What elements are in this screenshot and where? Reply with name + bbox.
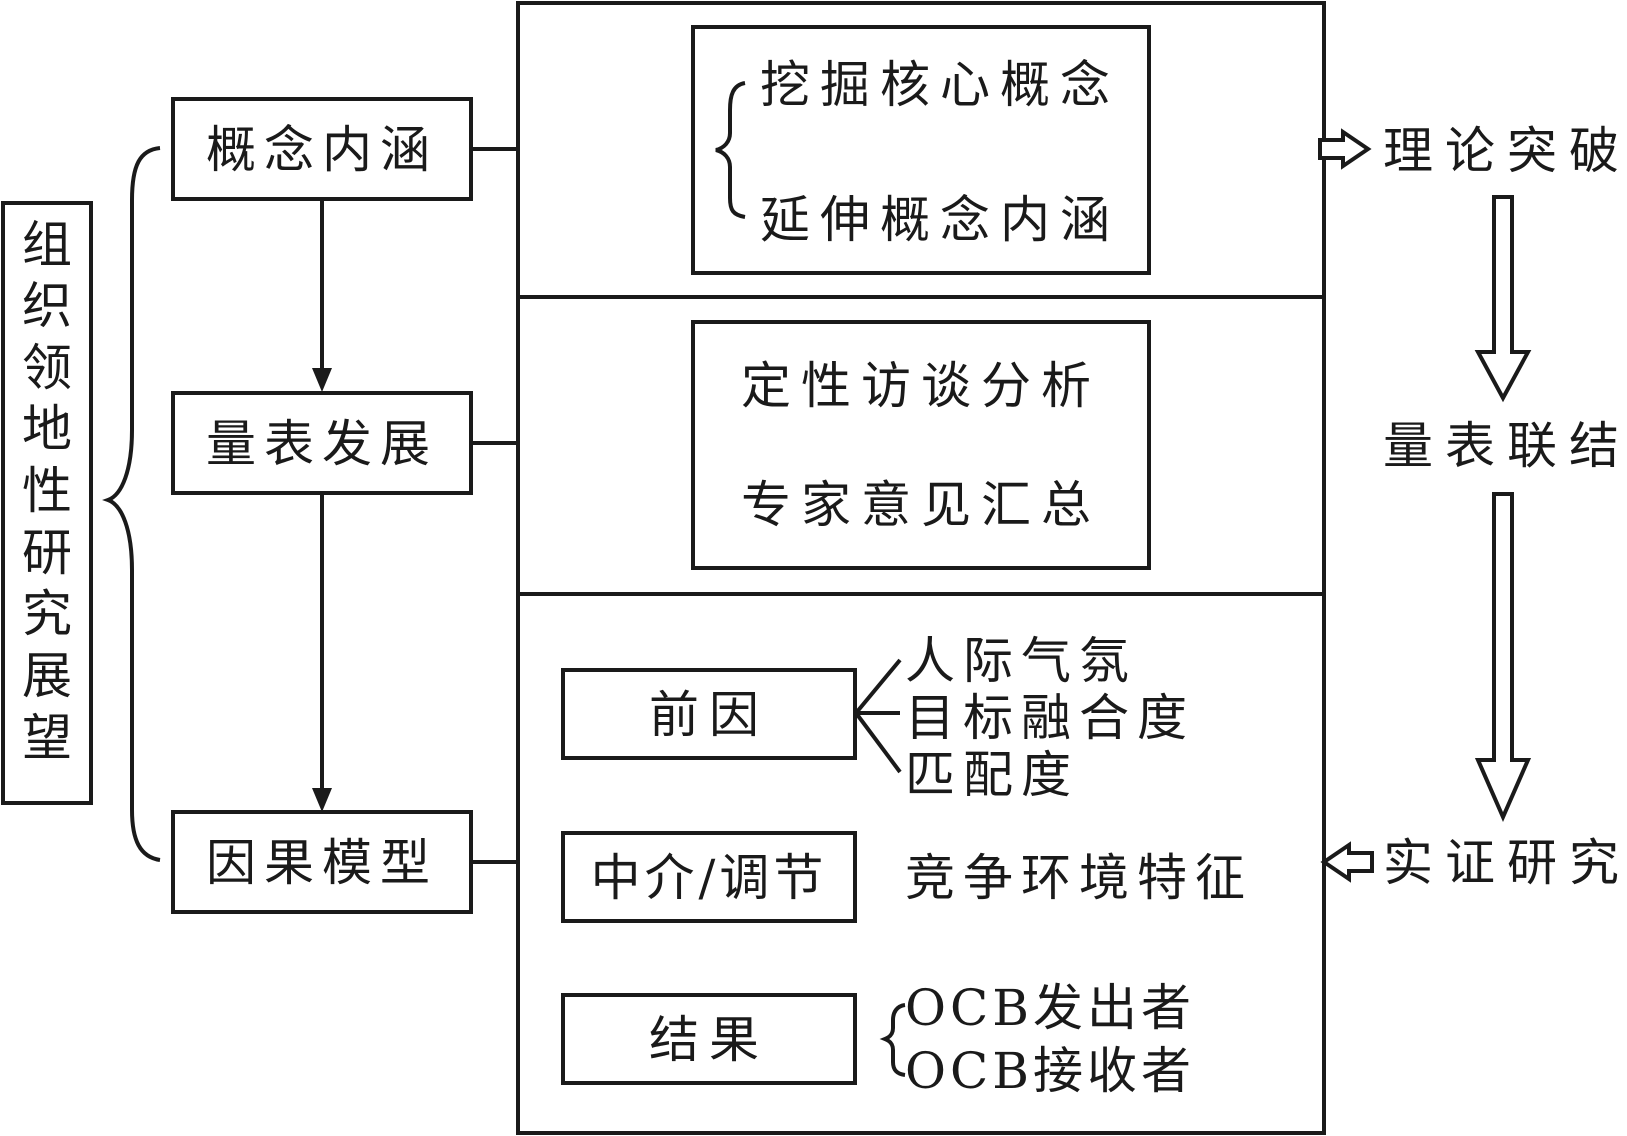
arrow-head	[312, 368, 332, 392]
antecedent-item: 匹配度	[905, 746, 1079, 804]
stage-label: 因果模型	[206, 834, 438, 892]
stage-concept: 概念内涵	[171, 97, 473, 201]
arrow-head	[312, 788, 332, 812]
root-char: 望	[22, 709, 72, 767]
flow-step: 量表联结	[1383, 417, 1627, 475]
antecedent-label: 前因	[649, 686, 769, 744]
scale-item: 专家意见汇总	[741, 476, 1101, 534]
stage-label: 量表发展	[206, 415, 438, 473]
outcome-item: OCB发出者	[905, 979, 1195, 1037]
hollow-arrow-down-icon	[1474, 195, 1532, 403]
concept-item: 挖掘核心概念	[760, 56, 1120, 114]
mediator-label: 中介/调节	[591, 849, 828, 907]
outcome-label: 结果	[649, 1011, 769, 1069]
root-node: 组 织 领 地 性 研 究 展 望	[1, 201, 93, 805]
root-box	[1, 201, 93, 805]
mediator-item: 竞争环境特征	[905, 849, 1253, 907]
concept-brace	[715, 81, 746, 219]
antecedent-branch	[854, 658, 902, 715]
hollow-arrow-right-icon	[1318, 128, 1372, 170]
root-char: 组	[22, 216, 72, 274]
scale-box	[691, 320, 1151, 570]
mediator-box	[561, 831, 857, 923]
stage-scale: 量表发展	[171, 391, 473, 495]
stage-label: 概念内涵	[206, 121, 438, 179]
root-char: 究	[22, 585, 72, 643]
panel-scale: 定性访谈分析 专家意见汇总	[691, 320, 1151, 570]
right-flow: 理论突破 量表联结 实证研究	[1318, 122, 1627, 892]
flow-step: 实证研究	[1383, 834, 1627, 892]
outcome-box	[561, 993, 857, 1085]
root-char: 领	[22, 339, 72, 397]
concept-box	[691, 25, 1151, 275]
root-char: 地	[22, 400, 72, 458]
stage-box	[171, 97, 473, 201]
panel-concept: 挖掘核心概念 延伸概念内涵	[691, 25, 1151, 275]
antecedent-item: 目标融合度	[905, 689, 1195, 747]
outcome-brace	[879, 1003, 906, 1077]
root-char: 展	[22, 647, 72, 705]
root-char: 性	[22, 462, 72, 520]
panel-causal: 前因 人际气氛 目标融合度 匹配度 中介/调节 竞争环境特征 结果 OCB发出者…	[561, 632, 1253, 1100]
hollow-arrow-down-icon	[1474, 492, 1532, 822]
hollow-arrow-left-icon	[1320, 841, 1374, 883]
concept-item: 延伸概念内涵	[760, 191, 1120, 249]
stage-causal: 因果模型	[171, 810, 473, 914]
antecedent-branch	[854, 711, 902, 774]
antecedent-item: 人际气氛	[905, 632, 1137, 690]
flow-step: 理论突破	[1383, 122, 1627, 180]
outcome-item: OCB接收者	[905, 1042, 1195, 1100]
root-char: 研	[22, 524, 72, 582]
scale-item: 定性访谈分析	[741, 357, 1101, 415]
root-char: 织	[22, 277, 72, 335]
root-brace	[102, 146, 161, 862]
